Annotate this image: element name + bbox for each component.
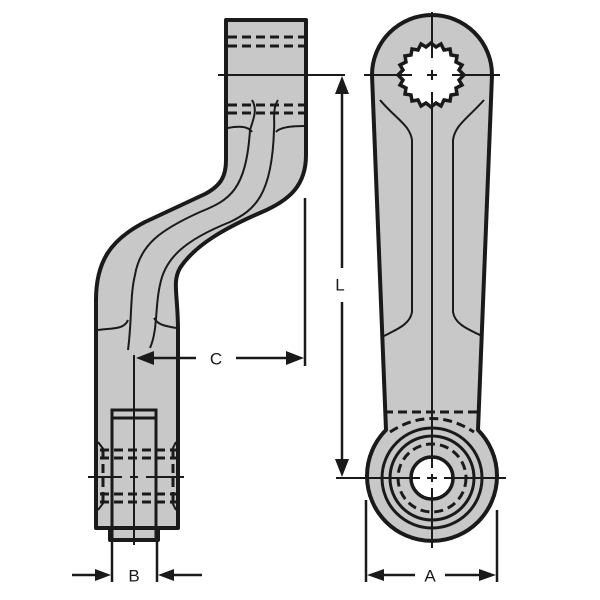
dimension-c: C bbox=[136, 198, 307, 368]
front-view bbox=[336, 12, 506, 548]
dimension-c-label: C bbox=[210, 349, 222, 368]
dimension-b-label: B bbox=[128, 566, 139, 585]
dimension-l-label: L bbox=[335, 275, 344, 294]
dimension-b: B bbox=[72, 542, 202, 585]
dimension-l: L bbox=[335, 76, 349, 477]
dimension-a: A bbox=[364, 500, 499, 585]
dimension-a-label: A bbox=[424, 566, 436, 585]
side-view bbox=[88, 18, 345, 545]
side-view-body bbox=[94, 18, 308, 530]
